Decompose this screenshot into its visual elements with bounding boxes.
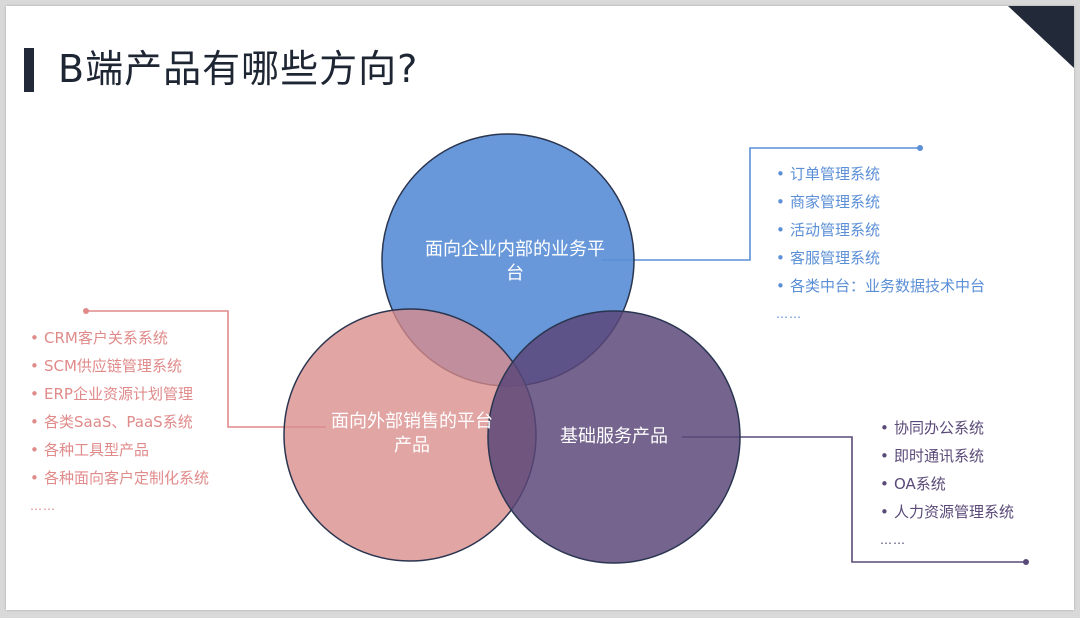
bullet-icon: • bbox=[30, 469, 39, 487]
bullet-icon: • bbox=[30, 357, 39, 375]
connector-line-pink bbox=[86, 310, 326, 428]
circle-left-label: 面向外部销售的平台产品 bbox=[331, 411, 493, 456]
list-item: •OA系统 bbox=[880, 470, 1014, 498]
list-item: •各种面向客户定制化系统 bbox=[30, 464, 209, 492]
list-more: …… bbox=[30, 499, 56, 513]
list-item: •ERP企业资源计划管理 bbox=[30, 380, 209, 408]
connector-dot-blue bbox=[917, 145, 923, 151]
list-item: •SCM供应链管理系统 bbox=[30, 352, 209, 380]
list-item: •人力资源管理系统 bbox=[880, 498, 1014, 526]
list-more: …… bbox=[880, 533, 906, 547]
connector-line-blue bbox=[601, 147, 920, 261]
bullet-icon: • bbox=[30, 385, 39, 403]
list-item: •活动管理系统 bbox=[776, 216, 985, 244]
bullet-icon: • bbox=[880, 475, 889, 493]
bullet-icon: • bbox=[880, 447, 889, 465]
list-item: •订单管理系统 bbox=[776, 160, 985, 188]
list-item: •CRM客户关系系统 bbox=[30, 324, 209, 352]
bullet-icon: • bbox=[776, 249, 785, 267]
circle-right bbox=[487, 310, 741, 564]
page-title: B端产品有哪些方向? bbox=[58, 47, 419, 91]
list-internal-platforms: •订单管理系统 •商家管理系统 •活动管理系统 •客服管理系统 •各类中台：业务… bbox=[776, 160, 985, 328]
bullet-icon: • bbox=[30, 413, 39, 431]
bullet-icon: • bbox=[880, 419, 889, 437]
bullet-icon: • bbox=[880, 503, 889, 521]
bullet-icon: • bbox=[30, 329, 39, 347]
bullet-icon: • bbox=[30, 441, 39, 459]
list-basic-services: •协同办公系统 •即时通讯系统 •OA系统 •人力资源管理系统 …… bbox=[880, 414, 1014, 554]
connector-line-purple bbox=[682, 436, 1026, 563]
list-more: …… bbox=[776, 307, 802, 321]
connector-dot-purple bbox=[1023, 559, 1029, 565]
list-item: •商家管理系统 bbox=[776, 188, 985, 216]
bullet-icon: • bbox=[776, 277, 785, 295]
list-item: •协同办公系统 bbox=[880, 414, 1014, 442]
list-item: •即时通讯系统 bbox=[880, 442, 1014, 470]
corner-decoration bbox=[1008, 6, 1074, 68]
list-item: •客服管理系统 bbox=[776, 244, 985, 272]
list-item: •各类中台：业务数据技术中台 bbox=[776, 272, 985, 300]
venn-diagram bbox=[83, 133, 1029, 565]
list-external-products: •CRM客户关系系统 •SCM供应链管理系统 •ERP企业资源计划管理 •各类S… bbox=[30, 324, 209, 520]
bullet-icon: • bbox=[776, 193, 785, 211]
bullet-icon: • bbox=[776, 221, 785, 239]
circle-top-label: 面向企业内部的业务平台 bbox=[425, 239, 605, 284]
bullet-icon: • bbox=[776, 165, 785, 183]
title-accent-bar bbox=[24, 48, 34, 92]
circle-right-label: 基础服务产品 bbox=[560, 426, 668, 447]
list-item: •各类SaaS、PaaS系统 bbox=[30, 408, 209, 436]
connector-dot-pink bbox=[83, 308, 89, 314]
list-item: •各种工具型产品 bbox=[30, 436, 209, 464]
slide: B端产品有哪些方向? 面向企业内部的业务平台 面向外部销售的平台产品 基础服务产… bbox=[6, 6, 1074, 610]
